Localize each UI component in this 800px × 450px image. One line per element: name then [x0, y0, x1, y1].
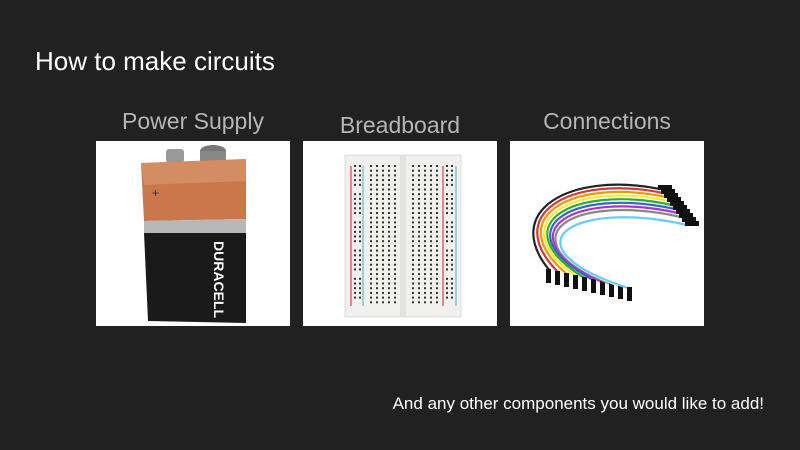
- label-breadboard: Breadboard: [339, 112, 461, 138]
- label-connections: Connections: [543, 108, 671, 134]
- footer-text: And any other components you would like …: [392, 394, 764, 413]
- svg-text:+: +: [152, 186, 159, 200]
- slide-title: How to make circuits: [35, 46, 275, 76]
- breadboard-image: [303, 141, 497, 326]
- label-power-supply: Power Supply: [122, 108, 264, 134]
- battery-image: + DURACELL: [96, 141, 290, 326]
- svg-text:DURACELL: DURACELL: [211, 241, 227, 318]
- jumper-wires-image: [510, 141, 704, 326]
